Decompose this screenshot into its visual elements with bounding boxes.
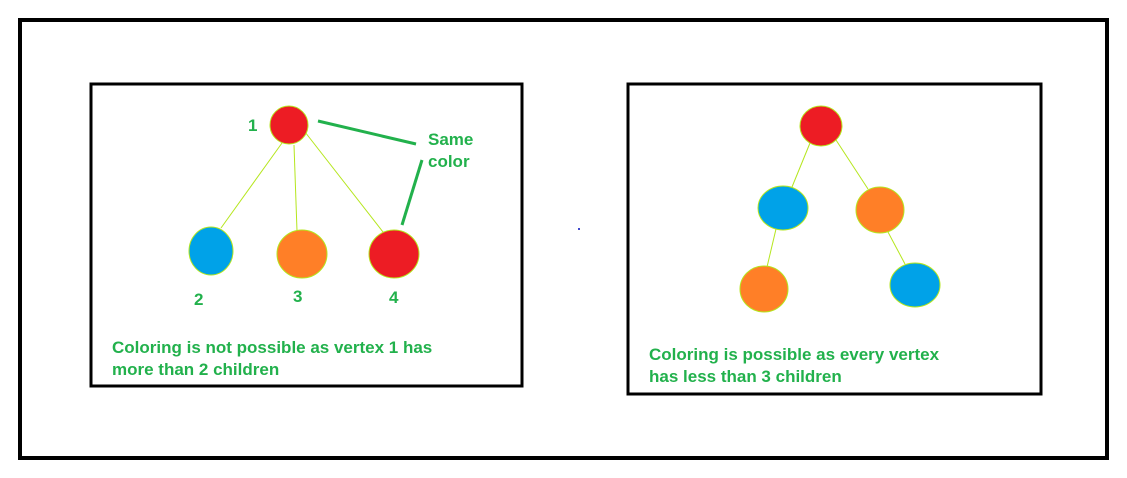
edge-1-4 — [304, 131, 384, 233]
outer-frame — [18, 18, 1109, 460]
vertex-left-child — [739, 265, 789, 313]
right-caption-line-2: has less than 3 children — [649, 367, 842, 386]
right-panel: Coloring is possible as every vertex has… — [626, 82, 1043, 396]
vertex-label-3: 3 — [293, 287, 302, 306]
vertex-right — [855, 186, 905, 234]
vertex-label-4: 4 — [389, 288, 399, 307]
annotation-line-1: Same — [428, 130, 473, 149]
right-panel-frame — [626, 82, 1043, 396]
right-caption-line-1: Coloring is possible as every vertex — [649, 345, 940, 364]
edge-root-right — [835, 139, 869, 190]
vertex-left — [757, 185, 809, 231]
edge-left-child — [766, 228, 777, 268]
edge-root-left — [791, 142, 811, 188]
annotation-line-2: color — [428, 152, 470, 171]
same-color-pointer-1 — [317, 119, 417, 146]
left-caption-line-1: Coloring is not possible as vertex 1 has — [112, 338, 432, 357]
vertex-root — [799, 105, 843, 147]
edge-1-3 — [293, 144, 298, 232]
edge-1-2 — [220, 142, 283, 229]
stray-dot — [578, 228, 580, 230]
edge-right-child — [887, 231, 906, 265]
left-panel: 1 2 3 4 Same color Coloring is not possi… — [89, 82, 524, 388]
vertex-2 — [188, 226, 234, 276]
vertex-3 — [276, 229, 328, 279]
left-caption-line-2: more than 2 children — [112, 360, 279, 379]
vertex-label-1: 1 — [248, 116, 257, 135]
vertex-right-child — [889, 262, 941, 308]
vertex-label-2: 2 — [194, 290, 203, 309]
left-panel-frame — [89, 82, 524, 388]
vertex-1 — [269, 105, 309, 145]
vertex-4 — [368, 229, 420, 279]
same-color-pointer-4 — [400, 159, 424, 226]
